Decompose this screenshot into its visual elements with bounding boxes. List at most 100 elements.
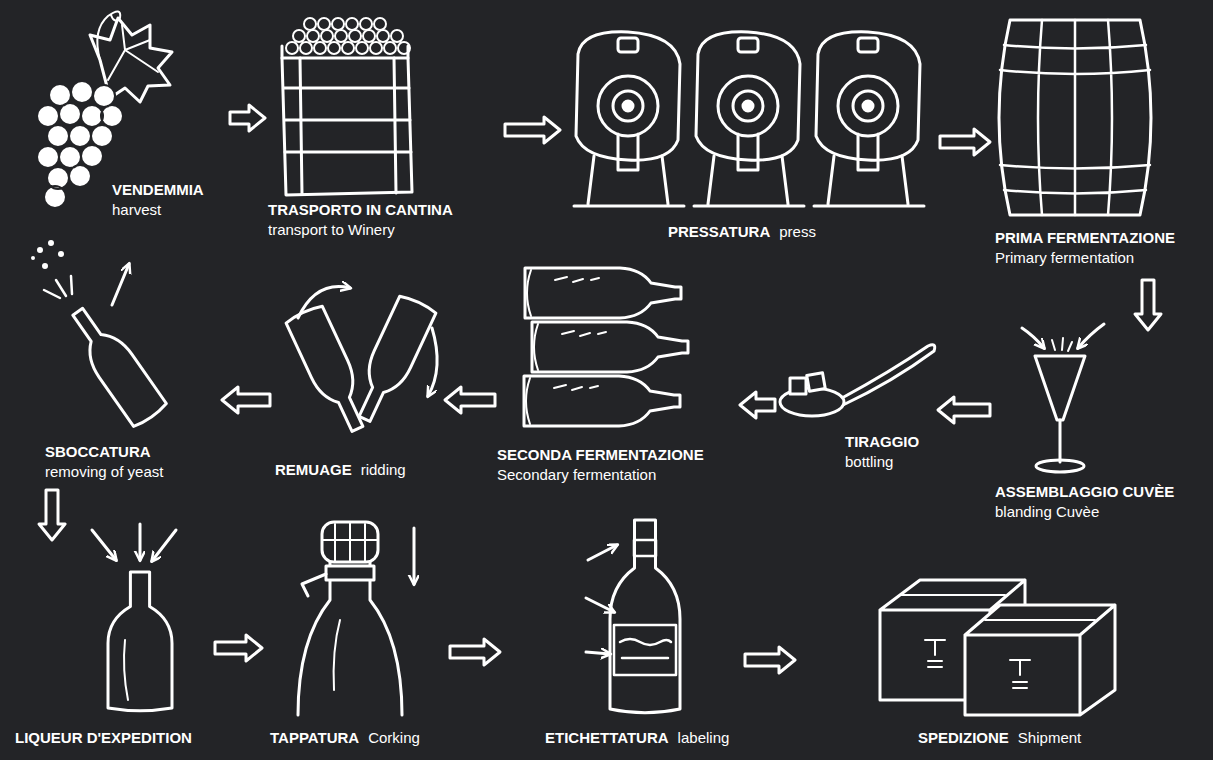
step-name: REMUAGE bbox=[275, 460, 352, 480]
step-caption: TIRAGGIObottling bbox=[845, 432, 919, 472]
label-arrow bbox=[586, 652, 610, 654]
carton-marks bbox=[985, 620, 1095, 688]
step-name: ASSEMBLAGGIO CUVÈE bbox=[995, 482, 1174, 502]
riddled-bottle bbox=[346, 294, 437, 427]
splash bbox=[1052, 338, 1072, 351]
flow-arrow bbox=[740, 392, 775, 418]
step-translation: bottling bbox=[845, 452, 919, 472]
cork bbox=[322, 522, 378, 562]
turn-arrow bbox=[298, 287, 350, 318]
stacked-bottle bbox=[524, 376, 680, 426]
step-translation: harvest bbox=[112, 200, 204, 220]
process-step: SBOCCATURAremoving of yeast bbox=[25, 235, 222, 490]
step-name: ETICHETTATURA bbox=[545, 728, 669, 748]
bottle-neck bbox=[298, 562, 402, 715]
dosage-bottle bbox=[108, 572, 172, 711]
spoon-handle bbox=[842, 345, 935, 405]
flow-arrow bbox=[222, 387, 270, 413]
dose-arrow bbox=[92, 530, 116, 560]
barrel bbox=[999, 20, 1151, 215]
step-caption: VENDEMMIAharvest bbox=[112, 180, 204, 220]
leaf-veins bbox=[108, 25, 158, 80]
bottle-shine bbox=[334, 620, 340, 690]
wine-press bbox=[694, 32, 804, 206]
step-caption: ETICHETTATURA labeling bbox=[545, 728, 729, 748]
process-step: VENDEMMIAharvest bbox=[35, 5, 230, 230]
collar bbox=[326, 566, 374, 580]
process-step: ETICHETTATURA labeling bbox=[500, 510, 745, 752]
crate-slats bbox=[282, 46, 411, 194]
process-step: SPEDIZIONE Shipment bbox=[795, 560, 1125, 752]
process-step: TRASPORTO IN CANTINAtransport to Winery bbox=[265, 5, 505, 250]
glass-bowl bbox=[1035, 356, 1085, 420]
flow-arrow bbox=[940, 129, 990, 155]
step-translation: transport to Winery bbox=[268, 220, 453, 240]
process-step: SECONDA FERMENTAZIONESecondary fermentat… bbox=[495, 260, 740, 495]
dose-arrow bbox=[152, 530, 176, 561]
process-step: TAPPATURACorking bbox=[262, 515, 450, 752]
labeled-bottle bbox=[610, 520, 680, 713]
step-caption: TAPPATURACorking bbox=[270, 728, 420, 748]
up-arrow bbox=[112, 264, 129, 305]
pour-arrow bbox=[1078, 324, 1104, 348]
process-step: REMUAGEridding bbox=[270, 270, 445, 485]
step-translation: Shipment bbox=[1018, 728, 1081, 748]
step-caption: REMUAGEridding bbox=[275, 460, 406, 480]
process-step: LIQUEUR D'EXPEDITION bbox=[8, 540, 215, 752]
flow-arrow bbox=[745, 647, 795, 673]
flow-arrow bbox=[230, 105, 265, 131]
step-translation: labeling bbox=[678, 728, 730, 748]
corked-bottle bbox=[298, 522, 402, 715]
crate-grapes bbox=[286, 18, 410, 54]
step-name: PRESSATURA bbox=[668, 222, 770, 242]
pour-arrow bbox=[1022, 328, 1044, 348]
tendril bbox=[97, 11, 120, 60]
flow-arrow bbox=[445, 387, 495, 413]
step-caption: PRESSATURA press bbox=[668, 222, 816, 242]
disgorged-bottle bbox=[61, 300, 167, 428]
barrel-hoops bbox=[1000, 20, 1150, 215]
flute-glass bbox=[1022, 324, 1104, 472]
dose-arrow bbox=[139, 524, 142, 560]
grape-berries bbox=[37, 81, 123, 208]
shipping-boxes bbox=[880, 580, 1115, 715]
process-step: PRESSATURA press bbox=[560, 15, 940, 255]
grape-crate bbox=[282, 18, 412, 195]
flow-arrow bbox=[39, 490, 65, 540]
spray-drops bbox=[31, 240, 64, 269]
process-step: TIRAGGIObottling bbox=[775, 330, 938, 480]
step-caption: SBOCCATURAremoving of yeast bbox=[45, 442, 163, 482]
cage-lever bbox=[302, 574, 326, 596]
wire-cage bbox=[322, 522, 378, 562]
label-marks bbox=[620, 639, 671, 658]
step-translation: Secondary fermentation bbox=[497, 465, 704, 485]
sugar-cube bbox=[807, 373, 826, 392]
step-translation: press bbox=[779, 222, 816, 242]
step-name: SBOCCATURA bbox=[45, 442, 163, 462]
label-arrow bbox=[588, 545, 617, 560]
neck-label bbox=[634, 540, 656, 556]
body-label bbox=[614, 625, 676, 675]
step-caption: PRIMA FERMENTAZIONEPrimary fermentation bbox=[995, 228, 1175, 268]
down-arrow bbox=[413, 528, 416, 584]
flow-arrow bbox=[215, 635, 262, 661]
spray bbox=[44, 276, 72, 298]
step-name: TIRAGGIO bbox=[845, 432, 919, 452]
flow-arrow bbox=[938, 397, 990, 423]
step-caption: TRASPORTO IN CANTINAtransport to Winery bbox=[268, 200, 453, 240]
wine-press bbox=[814, 32, 924, 206]
step-translation: blanding Cuvèe bbox=[995, 502, 1174, 522]
flow-arrow bbox=[505, 117, 560, 143]
process-step: ASSEMBLAGGIO CUVÈEblanding Cuvèe bbox=[990, 330, 1208, 530]
step-caption: ASSEMBLAGGIO CUVÈEblanding Cuvèe bbox=[995, 482, 1174, 522]
glass-base bbox=[1036, 460, 1084, 472]
step-translation: Corking bbox=[368, 728, 420, 748]
stacked-bottle bbox=[532, 322, 688, 372]
stacked-bottle bbox=[525, 268, 681, 318]
step-caption: SECONDA FERMENTAZIONESecondary fermentat… bbox=[497, 445, 704, 485]
step-name: SPEDIZIONE bbox=[918, 728, 1009, 748]
step-name: PRIMA FERMENTAZIONE bbox=[995, 228, 1175, 248]
